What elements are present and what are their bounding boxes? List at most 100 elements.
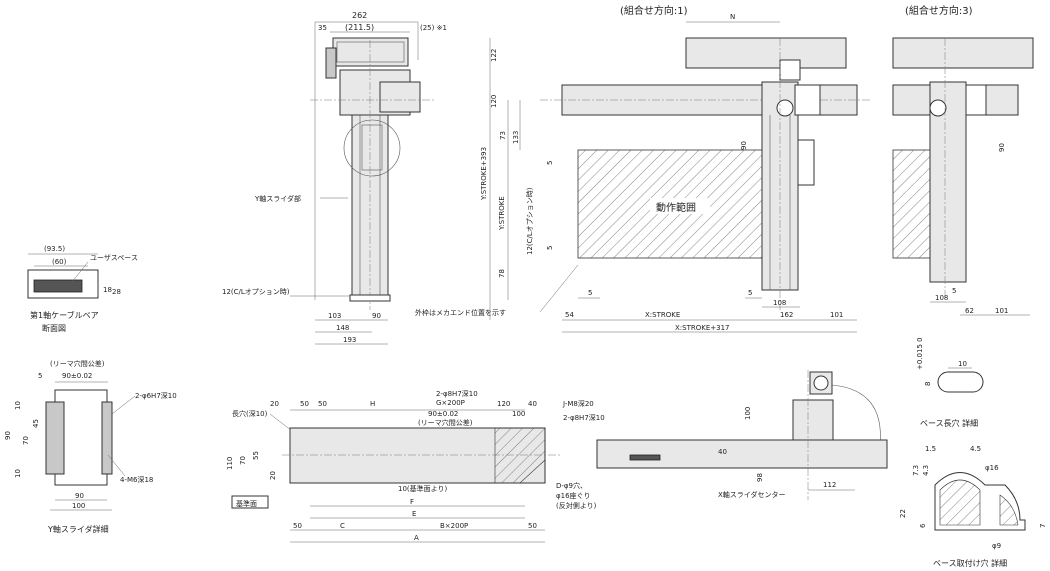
dim-90b-y: 90 bbox=[75, 492, 84, 500]
dim-50d-base: 50 bbox=[528, 522, 537, 530]
dim-211-5: (211.5) bbox=[345, 23, 374, 32]
dim-10b-y: 10 bbox=[14, 469, 22, 478]
dim-C: C bbox=[340, 522, 345, 530]
dim-133: 133 bbox=[512, 131, 520, 144]
dim-122: 122 bbox=[490, 49, 498, 62]
dim-112-x: 112 bbox=[823, 481, 836, 489]
dim-xstroke: X:STROKE bbox=[645, 311, 680, 319]
caption-y-slider: Y軸スライダ詳細 bbox=[47, 524, 109, 534]
dim-101-right: 101 bbox=[995, 307, 1008, 315]
dim-7-mount: 7 bbox=[1039, 524, 1047, 528]
label-user-space: ユーザスペース bbox=[90, 254, 138, 262]
dim-20a-base: 20 bbox=[270, 400, 279, 408]
dim-4-5: 4.5 bbox=[970, 445, 981, 453]
dim-5a: 5 bbox=[546, 161, 554, 165]
dim-50b-base: 50 bbox=[318, 400, 327, 408]
dim-B200: B×200P bbox=[440, 522, 468, 530]
label-D3: (反対側より) bbox=[556, 501, 597, 510]
dim-54: 54 bbox=[565, 311, 574, 319]
label-cl-option-side: 12(C/Lオプション時) bbox=[222, 288, 290, 296]
label-pin-base: 2-φ8H7深10 bbox=[436, 389, 478, 398]
dim-12-cl-main: 12(C/Lオプション時) bbox=[526, 187, 534, 255]
dim-N: N bbox=[730, 13, 735, 21]
dim-50a-base: 50 bbox=[300, 400, 309, 408]
dim-A: A bbox=[414, 534, 419, 542]
dim-28-cable: 28 bbox=[112, 288, 121, 296]
dim-78: 78 bbox=[498, 269, 506, 278]
dim-162: 162 bbox=[780, 311, 793, 319]
dim-103: 103 bbox=[328, 312, 341, 320]
dim-35: 35 bbox=[318, 24, 327, 32]
dim-18-cable: 18 bbox=[103, 286, 112, 294]
slot-detail-view: 10 8 +0.015 0 ベース長穴 詳細 bbox=[916, 337, 984, 428]
dim-25-note: (25) ※1 bbox=[420, 24, 447, 32]
dim-5d: 5 bbox=[748, 289, 752, 297]
dim-110-base: 110 bbox=[226, 457, 234, 470]
dim-73: 73 bbox=[499, 131, 507, 140]
dim-120-base: 120 bbox=[497, 400, 510, 408]
mount-detail-view: 1.5 4.5 φ16 7.3 4.3 22 6 7 φ9 ベース取付け穴 詳細 bbox=[899, 445, 1047, 568]
x-slider-view: 100 40 98 112 X軸スライダセンター bbox=[596, 370, 888, 500]
dim-193: 193 bbox=[343, 336, 356, 344]
dim-98-x: 98 bbox=[756, 473, 764, 482]
cable-section-view: (93.5) (60) ユーザスペース 18 28 第1軸ケーブルベア 断面図 bbox=[27, 245, 138, 333]
caption-cable-2: 断面図 bbox=[42, 323, 66, 333]
label-x-center: X軸スライダセンター bbox=[718, 490, 786, 499]
dim-90-main: 90 bbox=[740, 141, 748, 150]
dim-40-x: 40 bbox=[718, 448, 727, 456]
label-pin2-base: 2-φ8H7深10 bbox=[563, 413, 605, 422]
dim-120: 120 bbox=[490, 95, 498, 108]
dim-xstroke317: X:STROKE+317 bbox=[675, 324, 730, 332]
dim-reamer-y: (リーマ穴間公差) bbox=[50, 359, 105, 368]
dim-62: 62 bbox=[965, 307, 974, 315]
dim-45-y: 45 bbox=[32, 419, 40, 428]
dim-7-3: 7.3 bbox=[912, 465, 920, 476]
dim-1-5: 1.5 bbox=[925, 445, 936, 453]
dim-F: F bbox=[410, 498, 414, 506]
dim-22: 22 bbox=[899, 509, 907, 518]
dim-tol-slot: +0.015 0 bbox=[916, 337, 924, 370]
caption-slot-detail: ベース長穴 詳細 bbox=[920, 418, 978, 428]
dim-phi9: φ9 bbox=[992, 542, 1001, 550]
dim-90tol-base: 90±0.02 bbox=[428, 410, 458, 418]
dim-108-right: 108 bbox=[935, 294, 948, 302]
dim-5-right: 5 bbox=[952, 287, 956, 295]
label-D2: φ16座ぐり bbox=[556, 491, 591, 500]
label-base-face: 基準面 bbox=[236, 499, 257, 508]
caption-mount-detail: ベース取付け穴 詳細 bbox=[933, 558, 1007, 568]
label-D1: D-φ9穴、 bbox=[556, 481, 587, 490]
dim-93-5: (93.5) bbox=[44, 245, 65, 253]
label-operating-area: 動作範囲 bbox=[656, 201, 696, 214]
dim-100-base: 100 bbox=[512, 410, 525, 418]
dim-20b-base: 20 bbox=[269, 471, 277, 480]
dim-8-slot: 8 bbox=[924, 382, 932, 386]
dim-70-base: 70 bbox=[239, 456, 247, 465]
label-J: J-M8深20 bbox=[562, 399, 594, 408]
dim-90-y: 90 bbox=[4, 431, 12, 440]
dim-55-base: 55 bbox=[252, 451, 260, 460]
right-view-title: (組合せ方向:3) bbox=[905, 4, 973, 17]
label-holes-y1: 2-φ6H7深10 bbox=[135, 391, 177, 400]
dim-phi16: φ16 bbox=[985, 464, 999, 472]
dim-10-slot: 10 bbox=[958, 360, 967, 368]
dim-ystroke393: Y:STROKE+393 bbox=[480, 147, 488, 201]
dim-90-right: 90 bbox=[998, 143, 1006, 152]
main-view-title: (組合せ方向:1) bbox=[620, 4, 688, 17]
label-outer-frame: 外枠はメカエンド位置を示す bbox=[415, 308, 506, 317]
side-view: 262 (211.5) 35 (25) ※1 Y軸スライダ部 12(C/Lオプシ… bbox=[222, 11, 447, 345]
main-top-view: N 122 120 Y:STROKE+393 73 Y:STROKE 78 13… bbox=[415, 13, 870, 333]
base-view: 20 50 50 H 2-φ8H7深10 G×200P 120 40 J-M8深… bbox=[226, 389, 605, 543]
label-G: G×200P bbox=[436, 399, 465, 407]
dim-108-main: 108 bbox=[773, 299, 786, 307]
dim-6-mount: 6 bbox=[919, 523, 927, 528]
caption-cable-1: 第1軸ケーブルベア bbox=[30, 310, 99, 320]
dim-50c-base: 50 bbox=[293, 522, 302, 530]
label-slot-base: 長穴(深10) bbox=[232, 409, 268, 418]
dim-H: H bbox=[370, 400, 375, 408]
dim-90tol-y: 90±0.02 bbox=[62, 372, 92, 380]
dim-E: E bbox=[412, 510, 416, 518]
dim-5c: 5 bbox=[588, 289, 592, 297]
dim-90-side: 90 bbox=[372, 312, 381, 320]
dim-100-y: 100 bbox=[72, 502, 85, 510]
